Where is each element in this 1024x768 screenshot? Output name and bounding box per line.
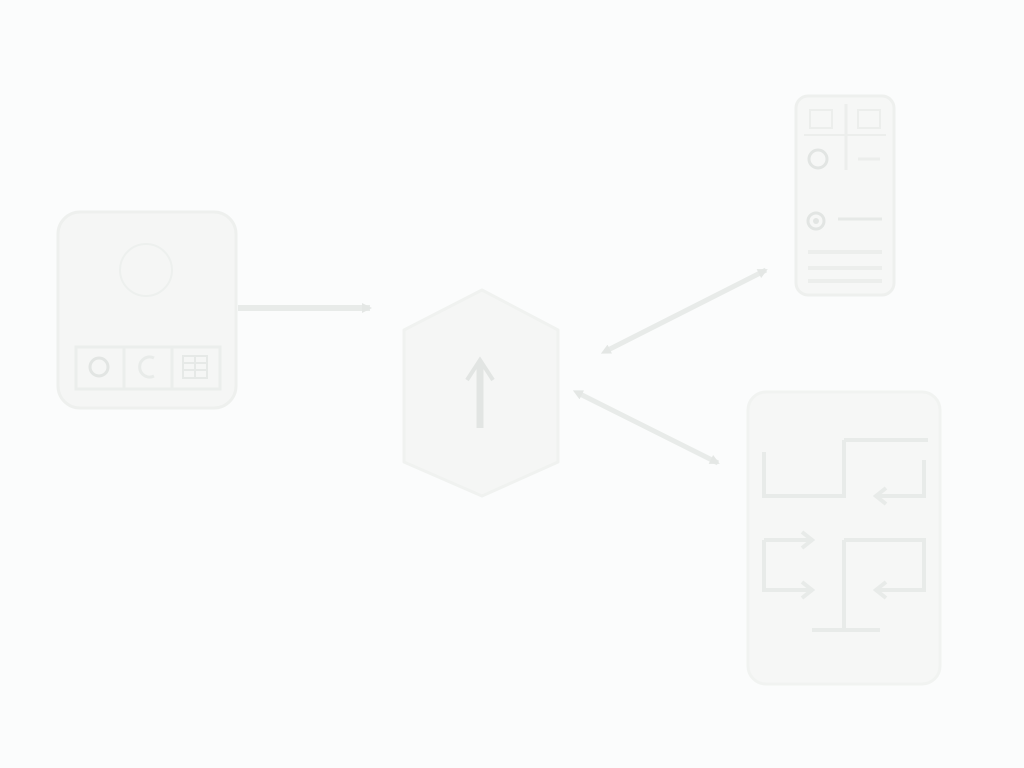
layout-panel-node [746, 390, 942, 686]
central-hub-node [402, 288, 560, 498]
radio-icon [806, 211, 826, 231]
camera-icon [119, 243, 173, 297]
grid-icon [182, 355, 208, 379]
circle-icon [88, 356, 110, 378]
source-device-node [56, 210, 238, 410]
toggle-icon [138, 355, 155, 379]
layout-arrows-icon [762, 438, 928, 632]
mobile-screen-node [794, 94, 896, 297]
edge-hub-layout [572, 390, 720, 466]
edge-hub-mobile [600, 267, 768, 354]
up-arrow-icon [465, 356, 495, 428]
circle-icon [807, 148, 829, 170]
